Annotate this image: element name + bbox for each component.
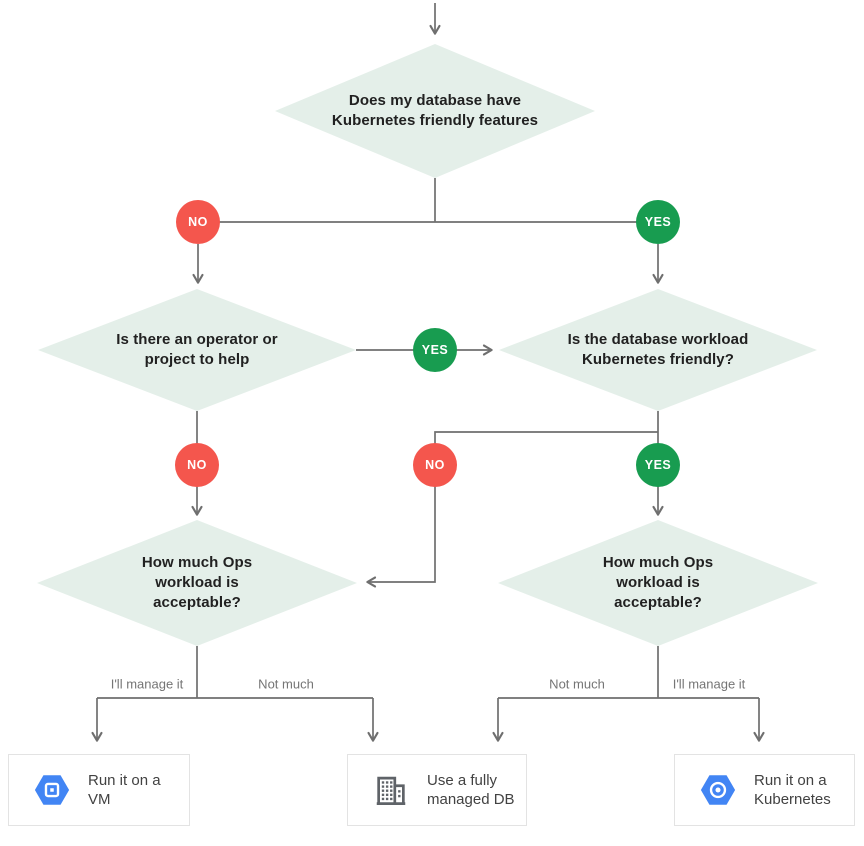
edge-q3-no-to-q4 — [366, 431, 658, 588]
office-building-icon — [372, 771, 410, 809]
result-label: Run it on a VM — [88, 771, 161, 809]
edge-label-notmuch-right: Not much — [549, 676, 605, 692]
decision-text: Is the database workload Kubernetes frie… — [567, 330, 749, 368]
badge-yes-2: YES — [636, 443, 680, 487]
compute-engine-icon — [33, 771, 71, 809]
edge-q1-split — [198, 178, 658, 223]
result-run-on-vm: Run it on a VM — [8, 754, 190, 826]
result-label: Use a fully managed DB — [427, 771, 515, 809]
badge-no-3: NO — [413, 443, 457, 487]
result-managed-db: Use a fully managed DB — [347, 754, 527, 826]
edge-label-manage-left: I'll manage it — [110, 676, 184, 692]
decision-text: Does my database have Kubernetes friendl… — [331, 91, 539, 129]
edge-label-manage-right: I'll manage it — [672, 676, 746, 692]
badge-yes-mid: YES — [413, 328, 457, 372]
decision-text: Is there an operator or project to help — [116, 330, 278, 368]
decision-text: How much Ops workload is acceptable? — [141, 553, 253, 612]
edge-q4-split — [97, 646, 373, 699]
kubernetes-engine-icon — [699, 771, 737, 809]
result-run-on-kubernetes: Run it on a Kubernetes — [674, 754, 855, 826]
badge-no-1: NO — [176, 200, 220, 244]
edge-q5-split — [498, 646, 759, 699]
badge-no-2: NO — [175, 443, 219, 487]
result-label: Run it on a Kubernetes — [754, 771, 831, 809]
decision-text: How much Ops workload is acceptable? — [602, 553, 714, 612]
badge-yes-1: YES — [636, 200, 680, 244]
edge-label-notmuch-left: Not much — [258, 676, 314, 692]
